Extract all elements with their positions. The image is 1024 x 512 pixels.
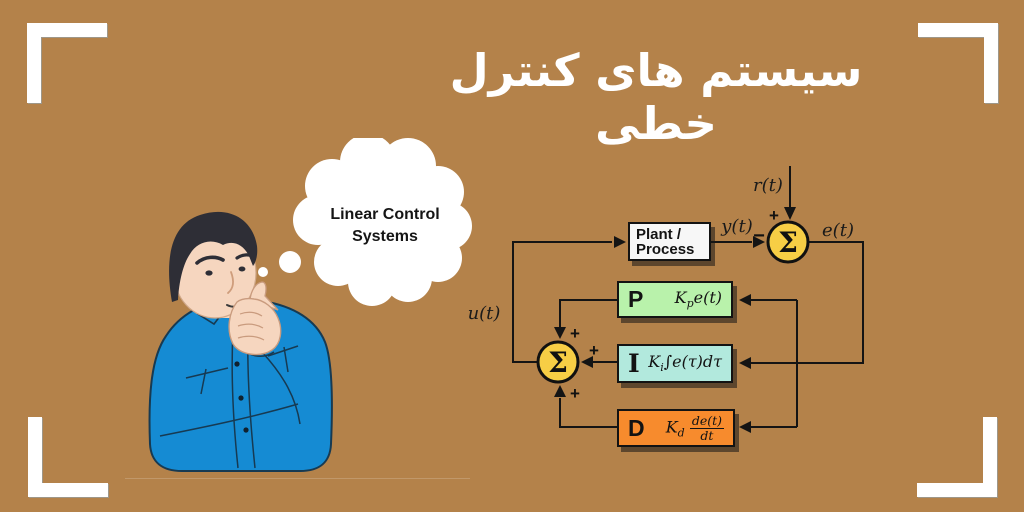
- error-sum-symbol: Σ: [778, 226, 798, 259]
- thought-bubble-cloud: [258, 138, 472, 306]
- signal-labels: r(t) y(t) e(t) u(t) + − + + +: [468, 175, 854, 403]
- arrowheads: [554, 207, 796, 433]
- shirt-body: [148, 297, 333, 472]
- i-block-formula: Ki∫e(τ)dτ: [648, 352, 722, 375]
- thought-bubble-text: Linear Control Systems: [303, 204, 467, 248]
- corner-bracket-bottom-left: [28, 417, 108, 497]
- page-title: سیستم های کنترل خطی: [449, 44, 863, 150]
- reference-signal-label: r(t): [753, 175, 783, 196]
- bubble-line-2: Systems: [352, 228, 418, 245]
- hand-on-chin: [228, 281, 282, 356]
- corner-bracket-top-left: [27, 23, 107, 103]
- d-block-formula: Kd de(t)dt: [665, 413, 724, 443]
- hair: [169, 211, 258, 302]
- person-figure: [148, 211, 333, 472]
- integral-block: I Ki∫e(τ)dτ: [617, 344, 733, 383]
- error-signal-label: e(t): [822, 220, 854, 241]
- derivative-block: D Kd de(t)dt: [617, 409, 735, 447]
- pid-sum-symbol: Σ: [548, 346, 568, 379]
- output-signal-label: y(t): [720, 216, 752, 237]
- i-block-letter: I: [628, 349, 640, 378]
- plus-sign-d: +: [570, 384, 580, 403]
- plus-sign-p: +: [570, 324, 580, 343]
- shirt-buttons: [234, 361, 249, 433]
- sum-junctions: Σ Σ: [536, 220, 810, 384]
- pid-block-diagram: Σ Σ r(t) y(t) e(t) u(t) + − + + +: [468, 166, 864, 433]
- p-block-letter: P: [628, 286, 644, 312]
- bubble-line-1: Linear Control: [330, 206, 440, 223]
- thinking-person-illustration: [148, 138, 472, 472]
- faint-divider-line: [125, 478, 470, 479]
- corner-bracket-bottom-right: [917, 417, 997, 497]
- plant-label-line1: Plant /: [636, 225, 682, 243]
- connection-lines: [512, 166, 864, 428]
- plus-sign-i: +: [589, 341, 599, 360]
- control-signal-label: u(t): [468, 303, 501, 324]
- pid-sum-junction: [536, 340, 580, 384]
- plant-process-block: Plant / Process: [628, 222, 711, 261]
- proportional-block: P Kpe(t): [617, 281, 733, 318]
- minus-sign-feedback: −: [753, 225, 765, 247]
- plus-sign-reference: +: [769, 206, 779, 225]
- d-block-letter: D: [628, 414, 645, 441]
- p-block-formula: Kpe(t): [674, 288, 722, 311]
- corner-bracket-top-right: [918, 23, 998, 103]
- error-sum-junction: [766, 220, 810, 264]
- plant-label-line2: Process: [636, 240, 695, 258]
